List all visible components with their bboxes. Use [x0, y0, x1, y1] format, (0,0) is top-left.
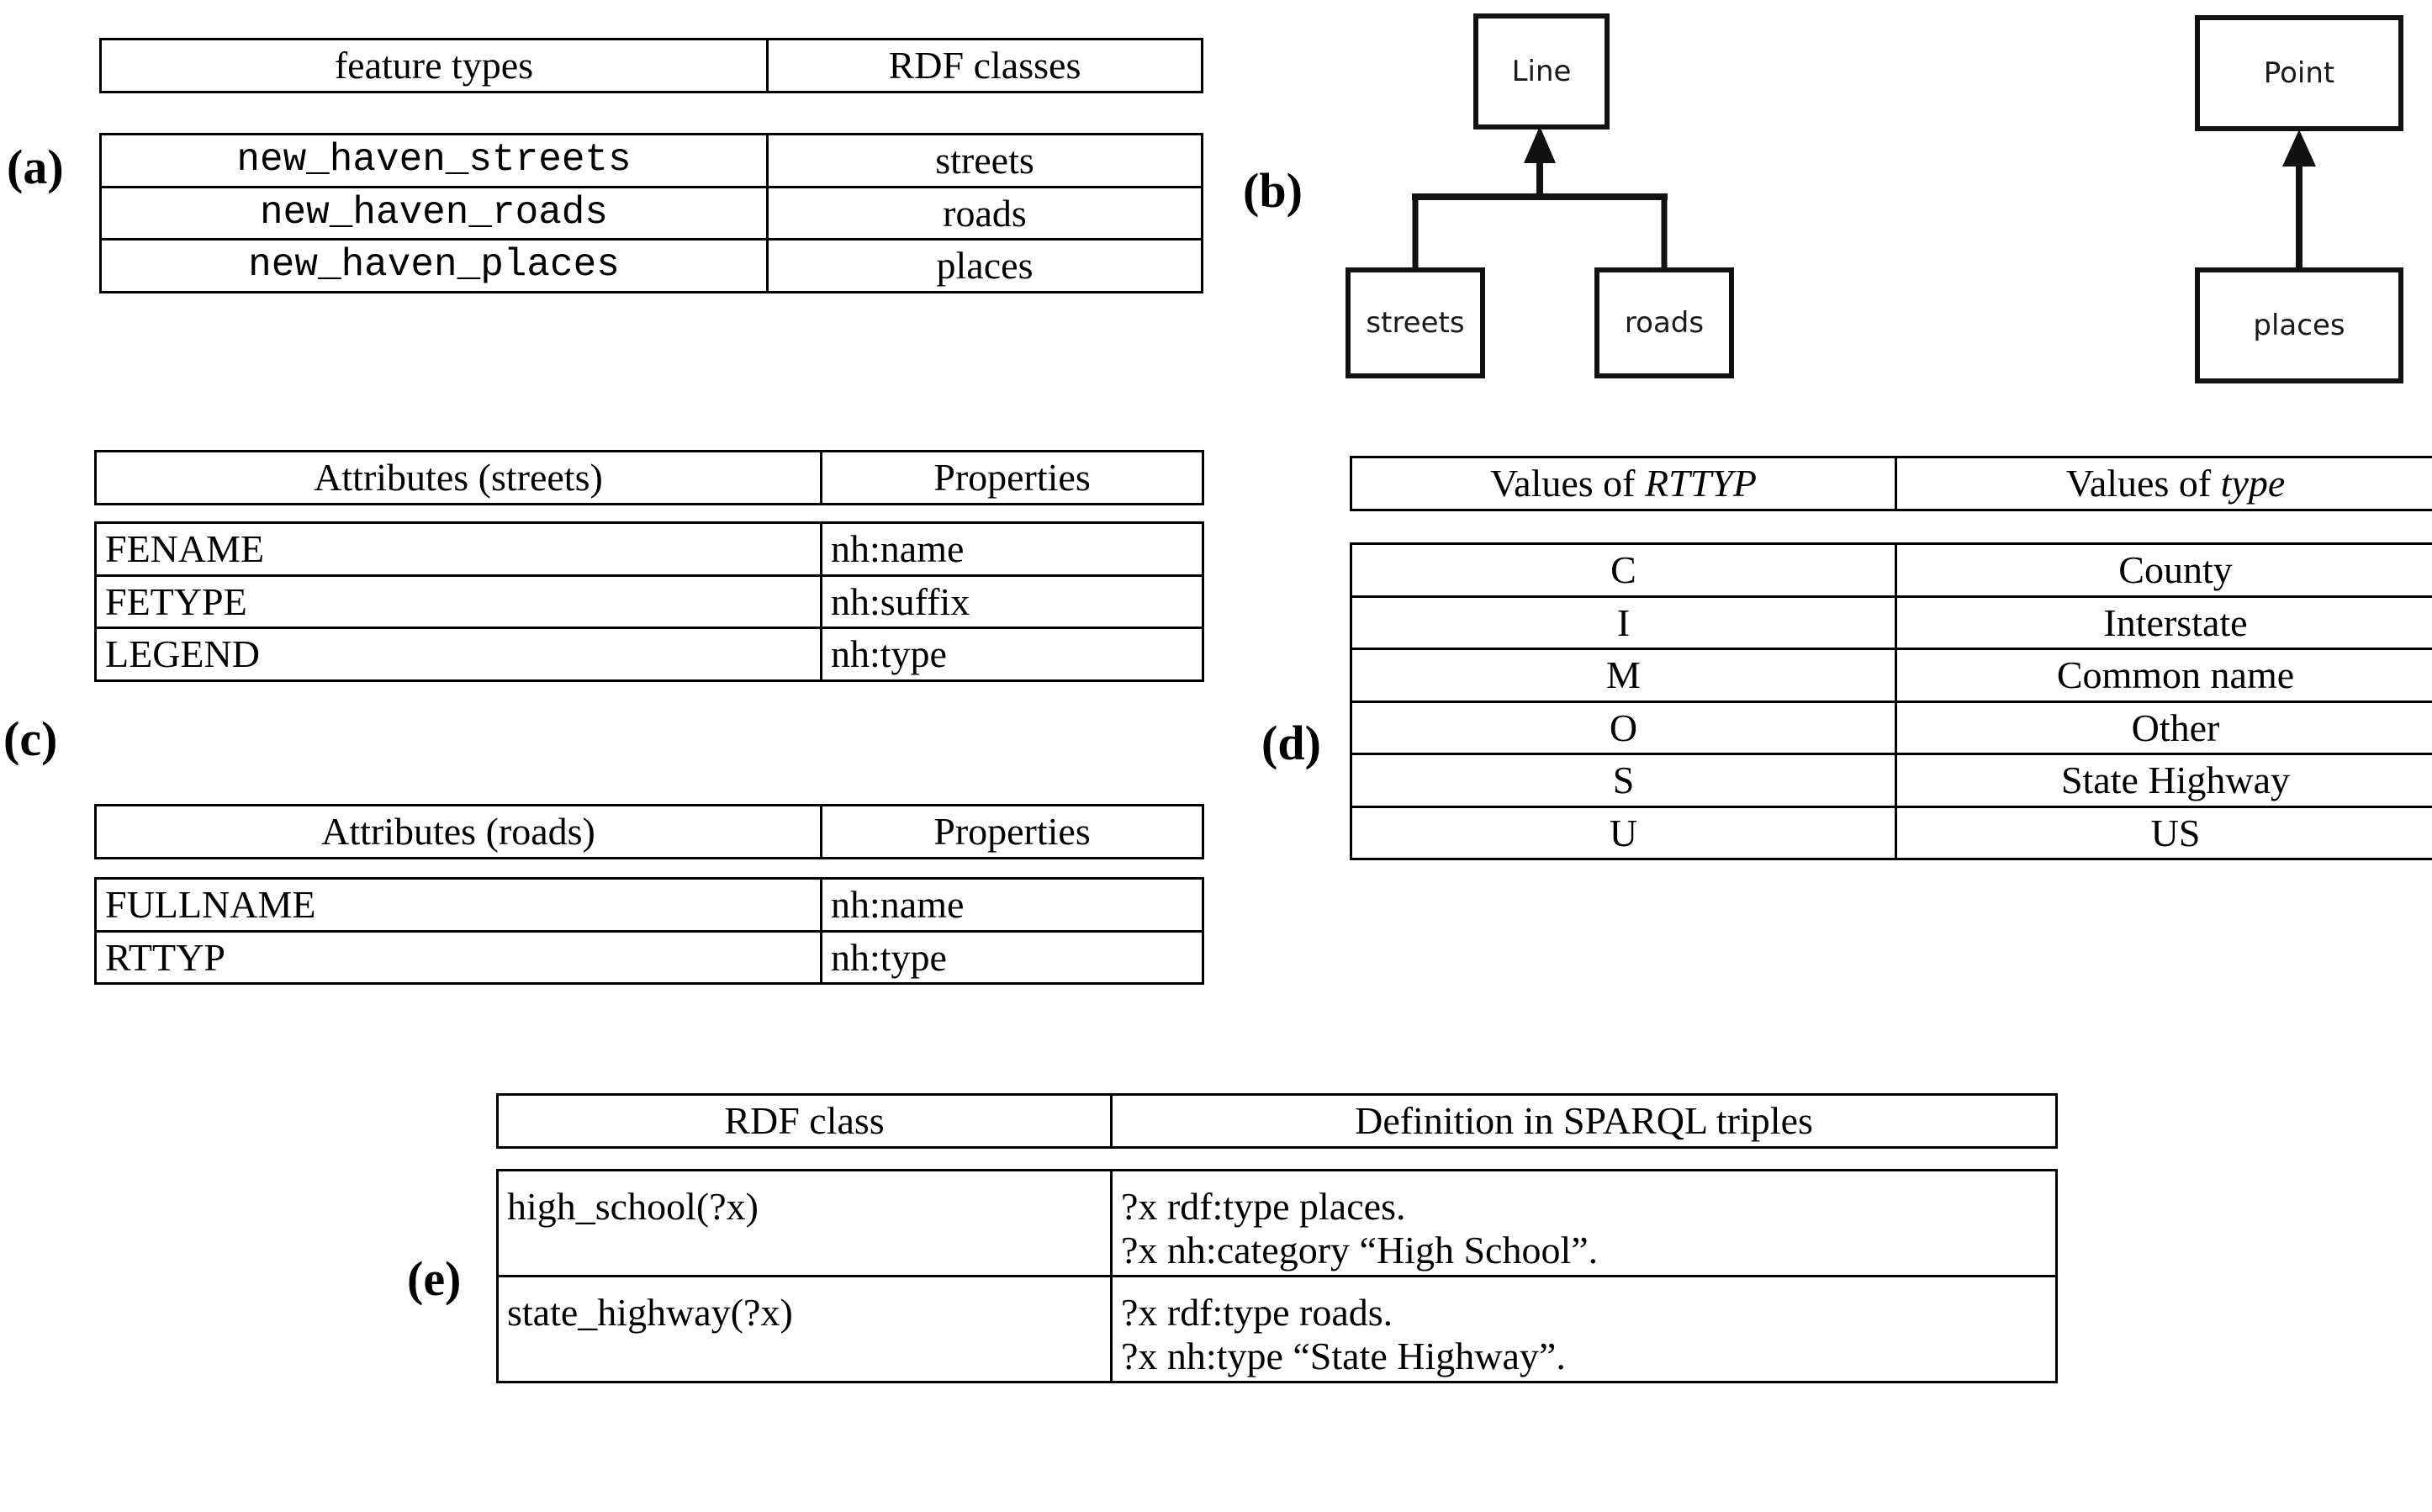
table-row: FETYPE nh:suffix — [94, 574, 1204, 630]
table-row: Attributes (roads) Properties — [94, 804, 1204, 859]
panel-e-triple-line: ?x rdf:type roads. — [1121, 1291, 1393, 1335]
panel-a-cell-feature-type: new_haven_roads — [99, 185, 769, 241]
panel-label-e: (e) — [407, 1251, 462, 1306]
panel-a-header-table: feature types RDF classes — [99, 38, 1203, 93]
panel-label-a: (a) — [7, 140, 64, 194]
panel-a-cell-rdf-class: streets — [766, 133, 1203, 188]
table-row: high_school(?x) ?x rdf:type places. ?x n… — [496, 1168, 2058, 1278]
table-row: new_haven_places places — [99, 238, 1203, 293]
panel-d-cell-code: S — [1350, 753, 1897, 808]
panel-e-cell-definition: ?x rdf:type places. ?x nh:category “High… — [1110, 1168, 2058, 1278]
panel-e-triple-line: ?x nh:type “State Highway”. — [1121, 1334, 1566, 1377]
panel-c-cell-attribute: RTTYP — [94, 929, 822, 986]
panel-d-cell-type: County — [1895, 542, 2432, 598]
panel-d-cell-code: M — [1350, 648, 1897, 703]
panel-c-cell-property: nh:type — [820, 929, 1204, 986]
panel-e-header-definition: Definition in SPARQL triples — [1110, 1093, 2058, 1149]
panel-label-d: (d) — [1261, 716, 1321, 770]
panel-a-cell-feature-type: new_haven_streets — [99, 133, 769, 188]
panel-e-body-table: high_school(?x) ?x rdf:type places. ?x n… — [496, 1168, 2058, 1384]
panel-d-body-table: C County I Interstate M Common name O Ot… — [1350, 542, 2432, 861]
panel-e-cell-definition: ?x rdf:type roads. ?x nh:type “State Hig… — [1110, 1275, 2058, 1384]
panel-e-header-rdf-class: RDF class — [496, 1093, 1113, 1149]
panel-c-header-attributes-roads: Attributes (roads) — [94, 804, 822, 859]
panel-c-header-properties: Properties — [820, 450, 1204, 505]
panel-d-cell-type: Interstate — [1895, 595, 2432, 651]
panel-d-cell-code: C — [1350, 542, 1897, 598]
table-row: S State Highway — [1350, 753, 2432, 808]
table-row: RDF class Definition in SPARQL triples — [496, 1093, 2058, 1149]
panel-c-cell-property: nh:name — [820, 877, 1204, 933]
panel-c-roads-body-table: FULLNAME nh:name RTTYP nh:type — [94, 877, 1204, 986]
panel-d-header-rttyp-italic: RTTYP — [1645, 462, 1757, 505]
panel-d-cell-code: I — [1350, 595, 1897, 651]
panel-c-cell-property: nh:name — [820, 521, 1204, 577]
panel-e-cell-rdf-class: high_school(?x) — [496, 1168, 1113, 1278]
panel-a-header-rdf-classes: RDF classes — [766, 38, 1203, 93]
table-row: state_highway(?x) ?x rdf:type roads. ?x … — [496, 1275, 2058, 1384]
panel-c-cell-attribute: LEGEND — [94, 626, 822, 682]
table-row: I Interstate — [1350, 595, 2432, 651]
panel-d-header-type-italic: type — [2220, 462, 2286, 505]
panel-c-roads-header-table: Attributes (roads) Properties — [94, 804, 1204, 859]
panel-label-b: (b) — [1243, 163, 1303, 218]
uml-node-roads-label: roads — [1624, 306, 1705, 340]
panel-d-cell-type: Other — [1895, 700, 2432, 756]
panel-e-triple-line: ?x nh:category “High School”. — [1121, 1228, 1599, 1271]
panel-a-body-table: new_haven_streets streets new_haven_road… — [99, 133, 1203, 293]
uml-node-line-label: Line — [1511, 55, 1572, 88]
panel-c-cell-attribute: FETYPE — [94, 574, 822, 630]
panel-c-streets-body-table: FENAME nh:name FETYPE nh:suffix LEGEND n… — [94, 521, 1204, 682]
table-row: FULLNAME nh:name — [94, 877, 1204, 933]
uml-node-places-label: places — [2253, 309, 2345, 342]
panel-c-streets-header-table: Attributes (streets) Properties — [94, 450, 1204, 505]
panel-c-header-attributes-streets: Attributes (streets) — [94, 450, 822, 505]
uml-node-streets: streets — [1346, 267, 1485, 378]
panel-a-cell-rdf-class: roads — [766, 185, 1203, 241]
panel-label-c: (c) — [3, 711, 58, 766]
panel-e-triple-line: ?x rdf:type places. — [1121, 1185, 1406, 1228]
edge-places-to-point — [2282, 130, 2316, 267]
table-row: RTTYP nh:type — [94, 929, 1204, 986]
table-row: new_haven_streets streets — [99, 133, 1203, 188]
panel-e-cell-rdf-class: state_highway(?x) — [496, 1275, 1113, 1384]
uml-node-point: Point — [2195, 15, 2403, 131]
panel-a-header-feature-types: feature types — [99, 38, 769, 93]
panel-d-cell-code: O — [1350, 700, 1897, 756]
panel-d-header-values-of-type: Values of type — [1895, 456, 2432, 511]
panel-d-cell-type: US — [1895, 805, 2432, 861]
panel-d-header-table: Values of RTTYP Values of type — [1350, 456, 2432, 511]
table-row: U US — [1350, 805, 2432, 861]
panel-c-cell-attribute: FENAME — [94, 521, 822, 577]
table-row: O Other — [1350, 700, 2432, 756]
uml-node-streets-label: streets — [1366, 306, 1465, 340]
uml-node-line: Line — [1473, 13, 1610, 130]
table-row: C County — [1350, 542, 2432, 598]
panel-c-cell-property: nh:suffix — [820, 574, 1204, 630]
table-row: M Common name — [1350, 648, 2432, 703]
uml-node-places: places — [2195, 267, 2403, 383]
panel-d-header-values-of-rttyp: Values of RTTYP — [1350, 456, 1897, 511]
table-row: feature types RDF classes — [99, 38, 1203, 93]
panel-d-header-rttyp-plain: Values of — [1490, 462, 1645, 505]
panel-d-cell-type: Common name — [1895, 648, 2432, 703]
table-row: Attributes (streets) Properties — [94, 450, 1204, 505]
panel-d-cell-type: State Highway — [1895, 753, 2432, 808]
table-row: LEGEND nh:type — [94, 626, 1204, 682]
panel-a-cell-rdf-class: places — [766, 238, 1203, 293]
panel-d-header-type-plain: Values of — [2065, 462, 2221, 505]
panel-c-header-properties: Properties — [820, 804, 1204, 859]
panel-c-cell-property: nh:type — [820, 626, 1204, 682]
panel-d-cell-code: U — [1350, 805, 1897, 861]
panel-e-header-table: RDF class Definition in SPARQL triples — [496, 1093, 2058, 1149]
table-row: new_haven_roads roads — [99, 185, 1203, 241]
uml-node-roads: roads — [1594, 267, 1734, 378]
panel-c-cell-attribute: FULLNAME — [94, 877, 822, 933]
edge-streets-roads-to-line — [1412, 126, 1668, 267]
uml-node-point-label: Point — [2263, 56, 2335, 90]
table-row: Values of RTTYP Values of type — [1350, 456, 2432, 511]
panel-a-cell-feature-type: new_haven_places — [99, 238, 769, 293]
table-row: FENAME nh:name — [94, 521, 1204, 577]
